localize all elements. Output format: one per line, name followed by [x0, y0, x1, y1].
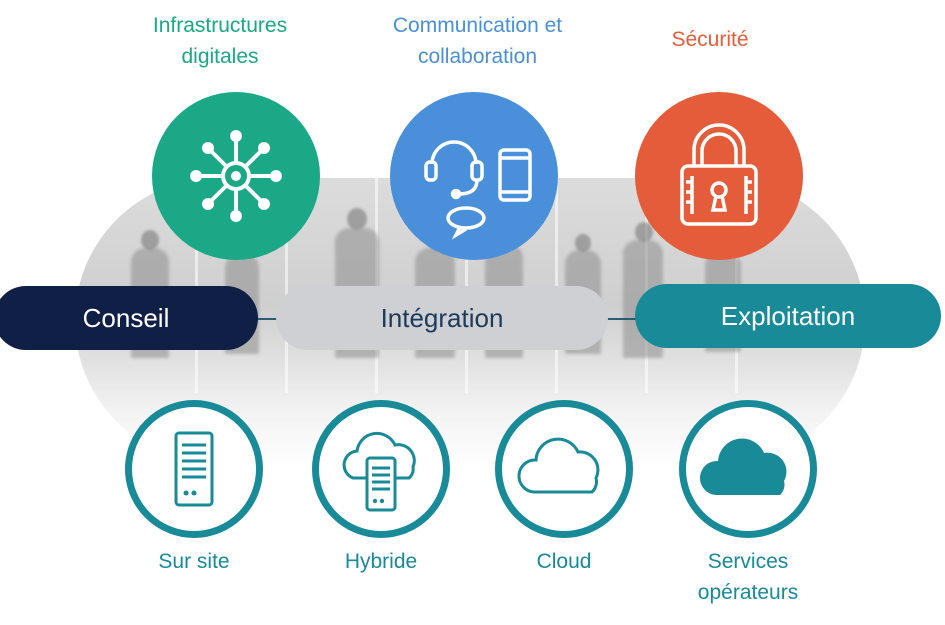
connector-line — [248, 318, 288, 320]
deployment-label-hybride: Hybride — [344, 550, 418, 573]
cloud-filled-icon — [699, 438, 787, 495]
sur-site-circle — [125, 400, 263, 538]
category-label-infrastructures: Infrastructures digitales — [152, 14, 288, 68]
deployment-label-services-operateurs: Services opérateurs — [697, 550, 799, 604]
deployment-label-sur-site: Sur site — [158, 550, 230, 573]
connector-line — [603, 318, 643, 320]
category-label-securite: Sécurité — [671, 28, 749, 51]
chat-bubble-icon — [446, 206, 486, 240]
server-icon — [174, 431, 214, 507]
cloud-server-icon — [342, 431, 416, 512]
infrastructures-circle — [152, 92, 320, 260]
phase-label: Exploitation — [720, 300, 856, 331]
communication-circle — [390, 92, 558, 260]
category-label-communication: Communication et collaboration — [392, 14, 563, 68]
phase-label: Conseil — [82, 302, 170, 333]
headset-icon — [424, 140, 484, 200]
services-operateurs-circle — [679, 400, 817, 538]
phase-integration-pill: Intégration — [276, 286, 608, 350]
cloud-circle — [495, 400, 633, 538]
phase-conseil-pill: Conseil — [0, 286, 258, 350]
securite-circle — [635, 92, 803, 260]
hybride-circle — [312, 400, 450, 538]
cloud-outline-icon — [517, 437, 600, 494]
phase-exploitation-pill: Exploitation — [635, 284, 941, 348]
smartphone-icon — [498, 148, 532, 202]
padlock-icon — [680, 123, 758, 226]
phase-label: Intégration — [380, 302, 504, 333]
network-hub-icon — [190, 130, 282, 222]
deployment-label-cloud: Cloud — [536, 550, 592, 573]
